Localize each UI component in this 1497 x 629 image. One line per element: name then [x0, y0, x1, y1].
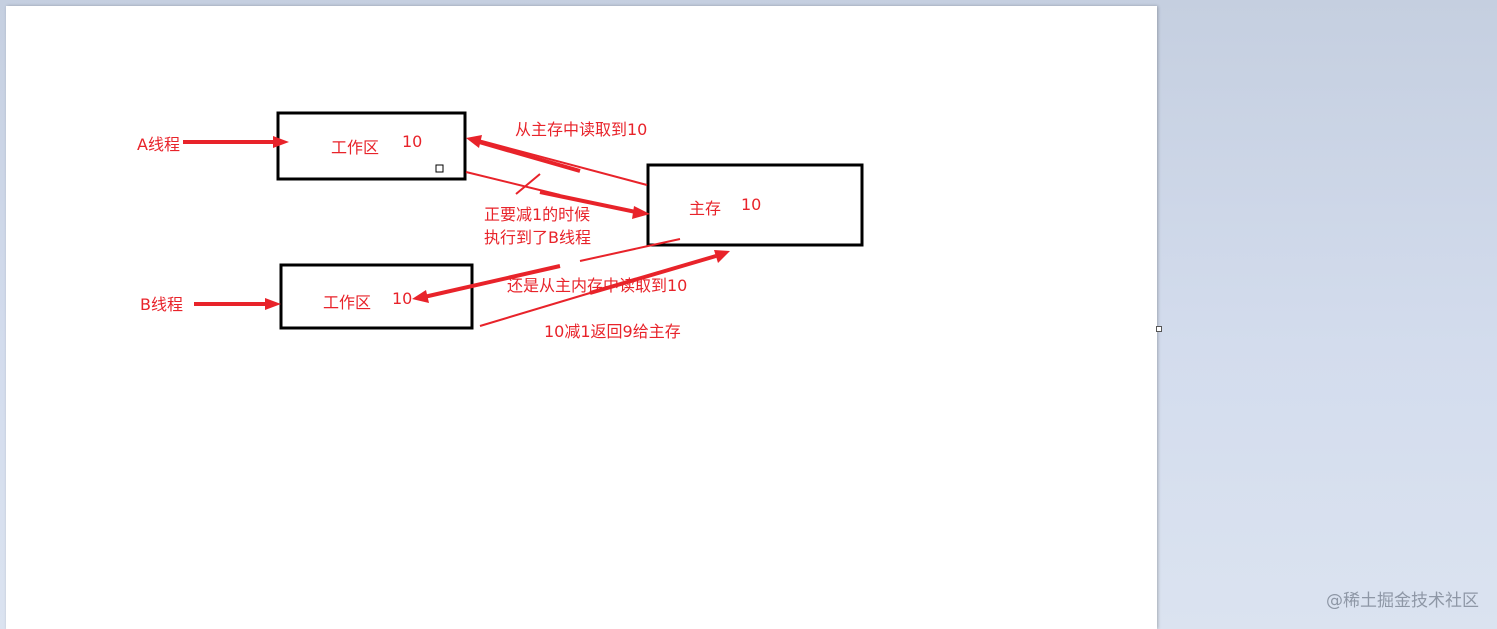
read-b-line-bold — [423, 264, 561, 299]
read-a-line-bold — [478, 140, 581, 173]
thread-a-arrowhead — [273, 136, 289, 148]
interrupt-mark — [515, 173, 541, 195]
workspace-a-value: 10 — [402, 132, 422, 151]
thread-b-label: B线程 — [140, 295, 183, 314]
drawing-canvas — [6, 6, 1157, 629]
interrupt-caption-line2: 执行到了B线程 — [484, 228, 591, 247]
main-memory-label: 主存 — [689, 199, 721, 218]
selection-handle[interactable] — [435, 164, 444, 173]
read-b-caption: 还是从主内存中读取到10 — [507, 276, 687, 295]
write-b-line-thin — [479, 289, 601, 327]
main-memory-value: 10 — [741, 195, 761, 214]
watermark: @稀土掘金技术社区 — [1326, 591, 1479, 611]
workspace-b-label: 工作区 — [323, 293, 371, 312]
thread-a-label: A线程 — [137, 135, 180, 154]
read-a-arrowhead — [466, 135, 482, 148]
thread-b-arrowhead — [265, 298, 281, 310]
read-a-caption: 从主存中读取到10 — [515, 120, 647, 139]
write-b-line-bold — [589, 254, 717, 295]
workspace-b-value: 10 — [392, 289, 412, 308]
write-b-caption: 10减1返回9给主存 — [544, 322, 681, 341]
read-a-line-thin — [477, 139, 648, 186]
canvas-resize-handle[interactable] — [1156, 326, 1162, 332]
workspace-b-box[interactable] — [279, 263, 474, 330]
main-memory-box[interactable] — [646, 163, 864, 247]
interrupt-caption-line1: 正要减1的时候 — [484, 205, 590, 224]
write-b-arrowhead — [714, 250, 730, 263]
write-a-line-bold — [539, 190, 637, 214]
read-b-line-thin — [579, 238, 681, 262]
write-a-arrowhead — [632, 206, 650, 219]
read-b-arrowhead — [412, 290, 429, 303]
workspace-a-label: 工作区 — [331, 138, 379, 157]
